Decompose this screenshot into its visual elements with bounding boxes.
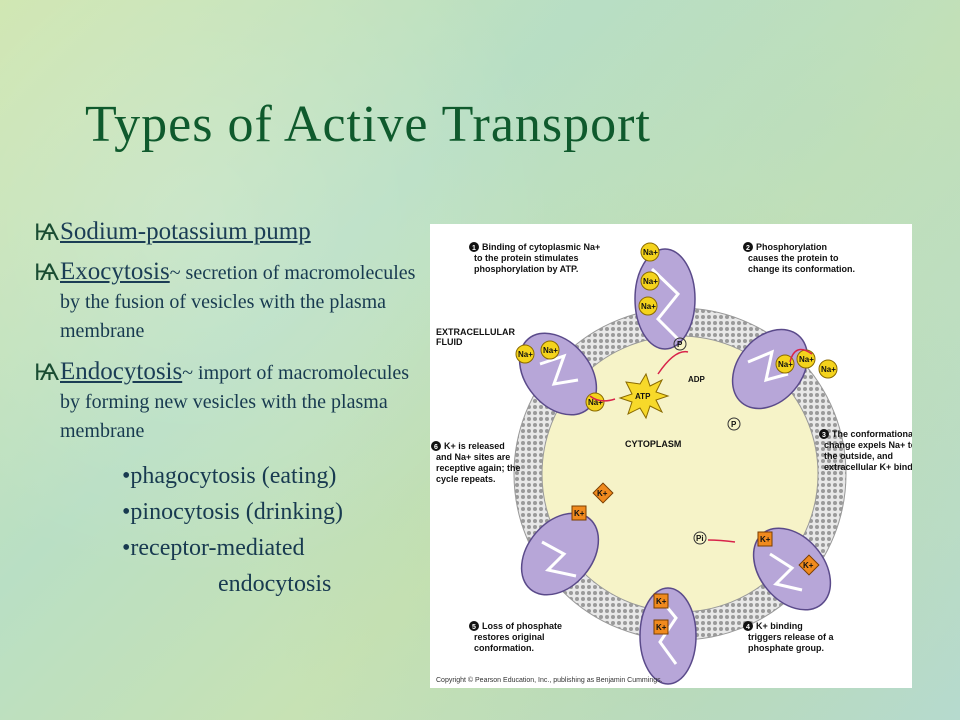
pump-protein-6 xyxy=(518,332,598,416)
sub-bullet-receptor-mediated-cont: endocytosis xyxy=(218,571,332,597)
svg-text:change its conformation.: change its conformation. xyxy=(748,264,855,274)
endocytosis-subtypes: •phagocytosis (eating) •pinocytosis (dri… xyxy=(122,458,424,602)
svg-text:change expels Na+ to: change expels Na+ to xyxy=(824,440,912,450)
cytoplasm-label: CYTOPLASM xyxy=(625,439,681,449)
step-3-caption: 3 The conformational change expels Na+ t… xyxy=(819,429,912,472)
phosphate-markers: P P Pi xyxy=(673,337,741,545)
bullet-list: Ѩ Sodium-potassium pump Ѩ Exocytosis~ se… xyxy=(34,218,424,602)
svg-text:Loss of phosphate: Loss of phosphate xyxy=(482,621,562,631)
bullet-icon: Ѩ xyxy=(34,361,60,386)
svg-text:1: 1 xyxy=(472,245,476,252)
sub-bullet-pinocytosis: •pinocytosis (drinking) xyxy=(122,499,344,525)
pump-protein-5 xyxy=(520,512,600,596)
svg-text:triggers release of a: triggers release of a xyxy=(748,632,835,642)
svg-text:extracellular K+ binds.: extracellular K+ binds. xyxy=(824,462,912,472)
step-6-caption: 6 K+ is released and Na+ sites are recep… xyxy=(431,441,521,484)
bullet-heading: Sodium-potassium pump xyxy=(60,218,311,245)
svg-text:K+ binding: K+ binding xyxy=(756,621,803,631)
svg-text:K+ is released: K+ is released xyxy=(444,441,505,451)
bullet-heading: Endocytosis xyxy=(60,358,183,385)
svg-text:Na+: Na+ xyxy=(643,277,658,286)
svg-text:Pi: Pi xyxy=(696,534,704,543)
bullet-icon: Ѩ xyxy=(34,261,60,286)
sodium-ions: Na+ Na+ Na+ Na+ Na+ Na+ Na+ Na+ Na+ xyxy=(515,242,838,412)
svg-text:K+: K+ xyxy=(656,597,667,606)
copyright-notice: Copyright © Pearson Education, Inc., pub… xyxy=(436,676,663,684)
pump-protein-3 xyxy=(752,527,832,611)
svg-text:and Na+ sites are: and Na+ sites are xyxy=(436,452,510,462)
svg-text:Na+: Na+ xyxy=(799,355,814,364)
svg-text:phosphate group.: phosphate group. xyxy=(748,643,824,653)
svg-text:K+: K+ xyxy=(597,489,608,498)
sodium-potassium-pump-diagram: Na+ Na+ Na+ Na+ Na+ Na+ Na+ Na+ Na+ K+ K… xyxy=(430,224,912,688)
svg-text:P: P xyxy=(731,420,737,429)
svg-text:4: 4 xyxy=(746,624,750,631)
svg-text:Phosphorylation: Phosphorylation xyxy=(756,242,827,252)
bullet-exocytosis: Ѩ Exocytosis~ secretion of macromolecule… xyxy=(34,258,424,346)
step-1-caption: 1 Binding of cytoplasmic Na+ to the prot… xyxy=(469,242,600,274)
svg-text:Na+: Na+ xyxy=(778,360,793,369)
svg-text:restores original: restores original xyxy=(474,632,545,642)
svg-text:Na+: Na+ xyxy=(821,365,836,374)
svg-text:cycle repeats.: cycle repeats. xyxy=(436,474,496,484)
svg-text:K+: K+ xyxy=(760,535,771,544)
svg-text:5: 5 xyxy=(472,624,476,631)
adp-label: ADP xyxy=(688,375,706,384)
step-5-caption: 5 Loss of phosphate restores original co… xyxy=(469,621,562,653)
svg-text:Na+: Na+ xyxy=(641,302,656,311)
svg-text:to the protein stimulates: to the protein stimulates xyxy=(474,253,579,263)
bullet-description: ~ secretion of macromolecules by the fus… xyxy=(60,262,416,342)
fluid-label: FLUID xyxy=(436,337,463,347)
svg-text:K+: K+ xyxy=(574,509,585,518)
extracellular-label: EXTRACELLULAR xyxy=(436,327,515,337)
svg-text:3: 3 xyxy=(822,432,826,439)
bullet-endocytosis: Ѩ Endocytosis~ import of macromolecules … xyxy=(34,358,424,446)
svg-text:K+: K+ xyxy=(656,623,667,632)
sub-bullet-receptor-mediated: •receptor-mediated xyxy=(122,535,305,561)
svg-text:P: P xyxy=(677,340,683,349)
step-4-caption: 4 K+ binding triggers release of a phosp… xyxy=(743,621,835,653)
slide-title: Types of Active Transport xyxy=(85,96,651,153)
atp-starburst: ATP xyxy=(618,372,670,420)
sub-bullet-phagocytosis: •phagocytosis (eating) xyxy=(122,463,337,489)
bullet-sodium-potassium-pump: Ѩ Sodium-potassium pump xyxy=(34,218,424,246)
pump-protein-4 xyxy=(639,587,697,685)
step-2-caption: 2 Phosphorylation causes the protein to … xyxy=(743,242,855,274)
reaction-arrows xyxy=(589,348,813,543)
svg-text:K+: K+ xyxy=(803,561,814,570)
svg-text:Na+: Na+ xyxy=(643,248,658,257)
svg-text:2: 2 xyxy=(746,245,750,252)
svg-text:Na+: Na+ xyxy=(543,346,558,355)
svg-text:The conformational: The conformational xyxy=(832,429,912,439)
svg-text:phosphorylation by ATP.: phosphorylation by ATP. xyxy=(474,264,578,274)
svg-text:receptive again; the: receptive again; the xyxy=(436,463,521,473)
svg-text:6: 6 xyxy=(434,444,438,451)
svg-text:ATP: ATP xyxy=(635,392,651,401)
bullet-description: ~ import of macromolecules by forming ne… xyxy=(60,362,410,442)
svg-text:Na+: Na+ xyxy=(518,350,533,359)
svg-text:conformation.: conformation. xyxy=(474,643,534,653)
pump-cycle-svg: Na+ Na+ Na+ Na+ Na+ Na+ Na+ Na+ Na+ K+ K… xyxy=(431,242,912,685)
svg-text:the outside, and: the outside, and xyxy=(824,451,893,461)
pump-protein-2 xyxy=(731,328,809,410)
svg-text:causes the protein to: causes the protein to xyxy=(748,253,839,263)
bullet-heading: Exocytosis xyxy=(60,258,170,285)
svg-text:Binding of cytoplasmic Na+: Binding of cytoplasmic Na+ xyxy=(482,242,600,252)
potassium-ions: K+ K+ K+ K+ K+ K+ xyxy=(571,482,820,635)
svg-text:Na+: Na+ xyxy=(588,398,603,407)
bullet-icon: Ѩ xyxy=(34,221,60,246)
